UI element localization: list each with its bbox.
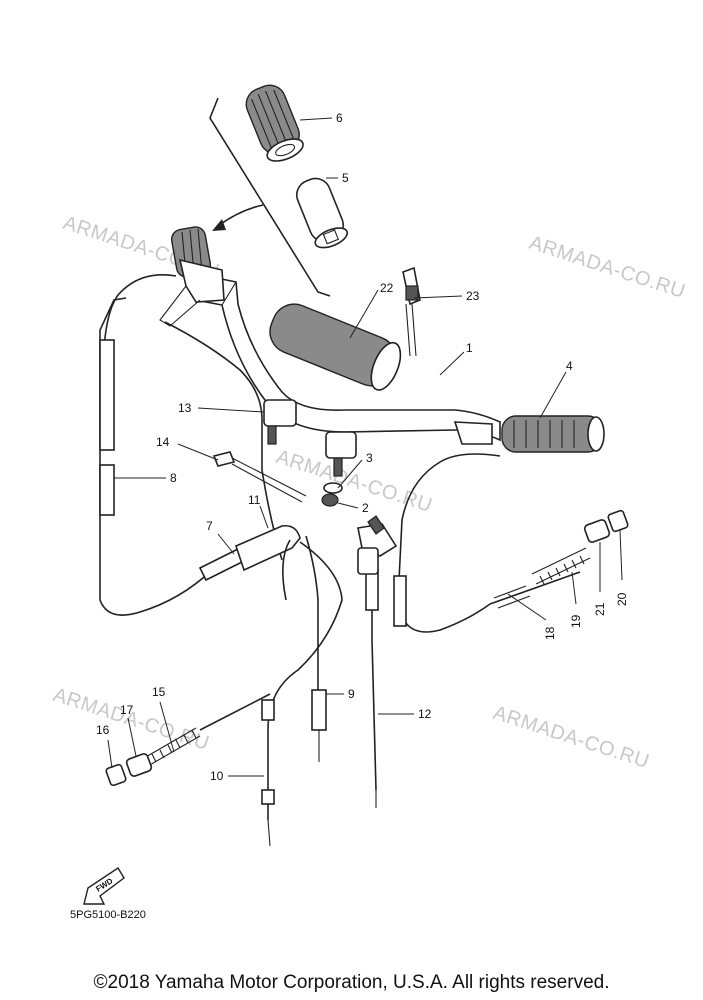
callout-2: 2 <box>362 501 369 515</box>
watermark-group: ARMADA-CO.RU ARMADA-CO.RU ARMADA-CO.RU A… <box>50 212 688 773</box>
cable-band-part <box>212 451 307 503</box>
callout-19: 19 <box>569 614 583 628</box>
callout-8: 8 <box>170 471 177 485</box>
nut-part <box>321 493 339 507</box>
callout-12: 12 <box>418 707 432 721</box>
right-grip-part <box>501 415 605 453</box>
throttle-sleeve-part <box>295 177 349 249</box>
watermark: ARMADA-CO.RU <box>526 232 688 303</box>
callout-17: 17 <box>120 703 134 717</box>
fwd-arrow-icon: FWD <box>83 867 125 905</box>
throttle-grip-part <box>245 84 304 162</box>
callout-10: 10 <box>210 769 224 783</box>
callout-13: 13 <box>178 401 192 415</box>
callout-16: 16 <box>96 723 110 737</box>
callout-20: 20 <box>615 592 629 606</box>
callout-15: 15 <box>152 685 166 699</box>
callout-4: 4 <box>566 359 573 373</box>
copyright-notice: ©2018 Yamaha Motor Corporation, U.S.A. A… <box>93 972 610 993</box>
diagram-code: 5PG5100-B220 <box>70 909 146 921</box>
callout-leaders <box>107 117 623 777</box>
cable-left-part <box>99 274 213 616</box>
handlebar-holder-part <box>263 399 357 507</box>
callout-labels: 1 2 3 4 5 6 7 8 9 10 11 12 13 14 15 16 1… <box>96 111 629 783</box>
throttle-housing-part <box>357 515 398 575</box>
lower-cables-part <box>261 535 379 847</box>
callout-7: 7 <box>206 519 213 533</box>
watermark: ARMADA-CO.RU <box>50 684 212 755</box>
callout-22: 22 <box>380 281 394 295</box>
switch-mount-bracket <box>453 421 493 445</box>
callout-3: 3 <box>366 451 373 465</box>
callout-23: 23 <box>466 289 480 303</box>
watermark: ARMADA-CO.RU <box>490 702 652 773</box>
callout-5: 5 <box>342 171 349 185</box>
callout-21: 21 <box>593 602 607 616</box>
washer-part <box>323 482 343 494</box>
adjuster-spring-part <box>143 547 591 767</box>
inset-arrow-line <box>217 204 264 227</box>
handlebar-pad-part <box>269 303 402 391</box>
strap-part <box>402 266 421 357</box>
adjuster-nut-part <box>105 509 629 787</box>
handlebar-part <box>159 226 501 445</box>
callout-14: 14 <box>156 435 170 449</box>
cable-junction-part <box>164 321 301 601</box>
callout-6: 6 <box>336 111 343 125</box>
inset-detail <box>209 84 349 297</box>
callout-1: 1 <box>466 341 473 355</box>
callout-9: 9 <box>348 687 355 701</box>
cable-right-part <box>393 453 581 633</box>
inset-arrowhead <box>212 219 226 231</box>
lever-holder <box>178 258 225 303</box>
inset-bracket <box>209 97 331 297</box>
callout-18: 18 <box>543 626 557 640</box>
callout-11: 11 <box>248 493 261 507</box>
